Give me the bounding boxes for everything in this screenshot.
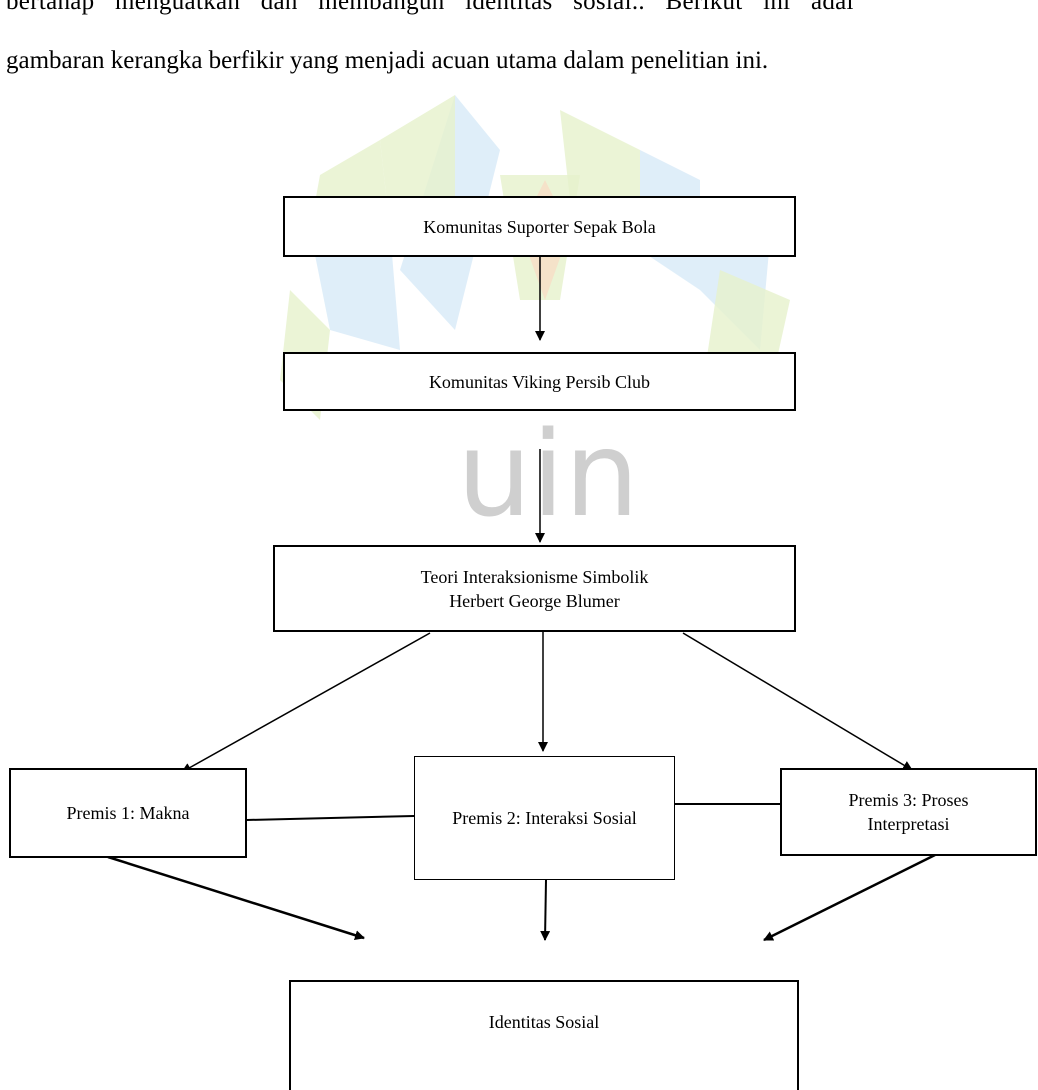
paragraph-line-1: bertahap menguatkan dan membangun identi… (6, 0, 854, 15)
arrow-theory-to-premise1 (181, 632, 431, 773)
arrow-premise1-to-identity (107, 855, 365, 941)
node-premise-1: Premis 1: Makna (9, 768, 247, 858)
node-theory: Teori Interaksionisme Simbolik Herbert G… (273, 545, 796, 632)
node-community-viking: Komunitas Viking Persib Club (283, 352, 796, 411)
watermark-text: uin (457, 405, 639, 543)
watermark-petal (310, 230, 400, 350)
paragraph-line-2: gambaran kerangka berfikir yang menjadi … (6, 47, 769, 74)
node-community-supporter: Komunitas Suporter Sepak Bola (283, 196, 796, 257)
arrow-premise3-to-identity (763, 853, 936, 942)
node-premise-3: Premis 3: Proses Interpretasi (780, 768, 1037, 856)
link-premise1-premise2 (246, 815, 415, 821)
arrow-premise2-to-identity (540, 879, 551, 941)
node-premise-2: Premis 2: Interaksi Sosial (414, 756, 675, 880)
node-identity: Identitas Sosial (289, 980, 799, 1090)
arrow-theory-to-premise3 (682, 632, 913, 771)
